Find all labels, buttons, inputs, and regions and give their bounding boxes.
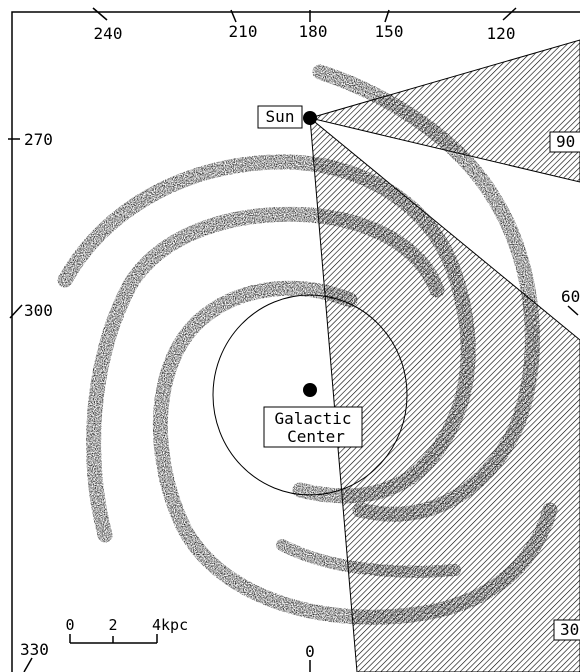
scale-tick-0: 0 — [65, 616, 74, 634]
scale-bar — [69, 634, 158, 644]
angle-label-210: 210 — [229, 22, 258, 41]
galactic-center-label-line1: Galactic — [274, 409, 351, 428]
galactic-center-label-line2: Center — [287, 427, 345, 446]
angle-label-240: 240 — [94, 24, 123, 43]
sun-label-box — [257, 105, 303, 129]
angle-label-90-box — [549, 131, 580, 153]
spiral-arm-sagittarius — [86, 206, 445, 543]
angle-label-90: 90 — [556, 132, 575, 151]
angle-label-60: 60 — [561, 287, 580, 306]
spiral-arms — [57, 64, 558, 625]
spiral-arm-scutum — [276, 539, 461, 578]
angle-label-180: 180 — [299, 22, 328, 41]
galactic-center-marker — [303, 383, 317, 397]
sun-label: Sun — [266, 107, 295, 126]
scale-tick-4kpc: 4kpc — [152, 616, 188, 634]
angle-label-30-box — [553, 619, 580, 641]
angle-label-270: 270 — [24, 130, 53, 149]
spiral-arm-perseus — [57, 154, 476, 504]
galactic-center-label-box — [263, 406, 363, 448]
sun-marker — [303, 111, 317, 125]
angle-label-30: 30 — [560, 620, 579, 639]
spiral-arm-outer — [312, 64, 540, 522]
spiral-arm-inner — [152, 280, 558, 625]
angle-label-330: 330 — [20, 640, 49, 659]
survey-wedge-fourth-quadrant — [309, 116, 580, 672]
frame-border — [11, 11, 580, 672]
angle-label-300: 300 — [24, 301, 53, 320]
scale-tick-2: 2 — [108, 616, 117, 634]
angle-label-120: 120 — [487, 24, 516, 43]
galactic-bulge-outline — [212, 294, 408, 496]
angle-label-150: 150 — [375, 22, 404, 41]
angle-label-0: 0 — [305, 642, 315, 661]
